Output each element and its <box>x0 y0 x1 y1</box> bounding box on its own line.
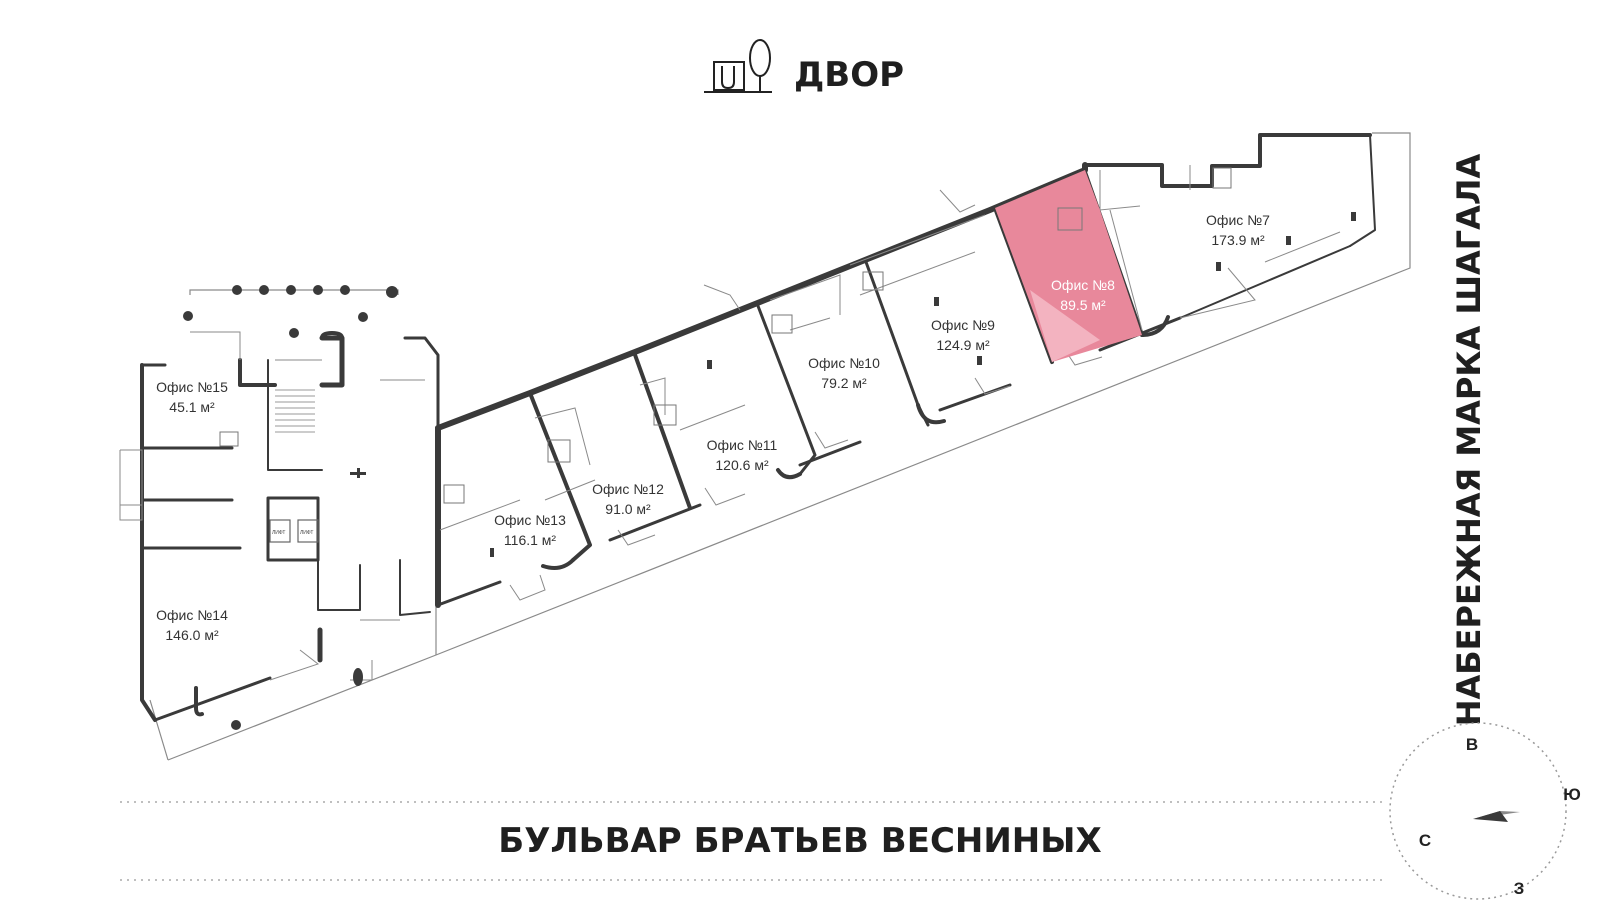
compass-w: С <box>1419 831 1431 850</box>
bottom-street-name: БУЛЬВАР БРАТЬЕВ ВЕСНИНЫХ <box>498 821 1101 861</box>
office-15-name: Офис №15 <box>156 379 228 395</box>
office-13-area: 116.1 м² <box>504 532 557 548</box>
office-9-name: Офис №9 <box>931 317 995 333</box>
bottom-street: БУЛЬВАР БРАТЬЕВ ВЕСНИНЫХ <box>120 801 1385 881</box>
compass-n: В <box>1466 735 1478 754</box>
elevator-label: ЛИФТ <box>300 530 313 536</box>
elevator-label: ЛИФТ <box>272 530 285 536</box>
courtyard-title: ДВОР <box>794 55 904 95</box>
elevators: ЛИФТ ЛИФТ <box>269 389 319 543</box>
office-label-11: Офис №11 120.6 м² <box>707 437 778 473</box>
office-7-area: 173.9 м² <box>1211 232 1265 248</box>
office-label-14: Офис №14 146.0 м² <box>156 607 228 643</box>
office-label-7: Офис №7 173.9 м² <box>1206 212 1270 248</box>
office-label-10: Офис №10 79.2 м² <box>808 355 880 391</box>
compass-s: З <box>1514 879 1525 898</box>
office-15-area: 45.1 м² <box>169 399 215 415</box>
office-8-area: 89.5 м² <box>1060 297 1106 313</box>
office-10-name: Офис №10 <box>808 355 880 371</box>
office-7-name: Офис №7 <box>1206 212 1270 228</box>
office-14-area: 146.0 м² <box>165 627 219 643</box>
sanitary-units <box>219 167 1232 504</box>
columns <box>183 212 1356 730</box>
office-10-area: 79.2 м² <box>821 375 867 391</box>
right-street: НАБЕРЕЖНАЯ МАРКА ШАГАЛА <box>1450 154 1488 727</box>
office-label-8: Офис №8 89.5 м² <box>1051 277 1115 313</box>
office-label-13: Офис №13 116.1 м² <box>494 512 566 548</box>
courtyard-header: ДВОР <box>704 39 904 95</box>
office-12-area: 91.0 м² <box>605 501 651 517</box>
playground-tree-icon <box>704 39 772 93</box>
office-13-name: Офис №13 <box>494 512 566 528</box>
compass-e: Ю <box>1563 785 1581 804</box>
office-11-name: Офис №11 <box>707 437 778 453</box>
office-11-area: 120.6 м² <box>715 457 769 473</box>
office-9-area: 124.9 м² <box>936 337 990 353</box>
office-labels: Офис №7 173.9 м² Офис №8 89.5 м² Офис №9… <box>156 212 1270 643</box>
office-area-8-highlight <box>1030 290 1100 362</box>
right-street-name: НАБЕРЕЖНАЯ МАРКА ШАГАЛА <box>1450 154 1488 727</box>
interior-lines <box>119 165 1341 681</box>
office-label-12: Офис №12 91.0 м² <box>592 481 664 517</box>
compass-arrow-icon <box>1473 811 1520 822</box>
office-areas <box>995 170 1142 362</box>
office-label-9: Офис №9 124.9 м² <box>931 317 995 353</box>
office-area-8[interactable] <box>995 170 1142 362</box>
office-label-15: Офис №15 45.1 м² <box>156 379 228 415</box>
compass: В Ю З С <box>1389 722 1581 900</box>
office-14-name: Офис №14 <box>156 607 228 623</box>
office-8-name: Офис №8 <box>1051 277 1115 293</box>
compass-ring <box>1389 722 1567 900</box>
office-12-name: Офис №12 <box>592 481 664 497</box>
